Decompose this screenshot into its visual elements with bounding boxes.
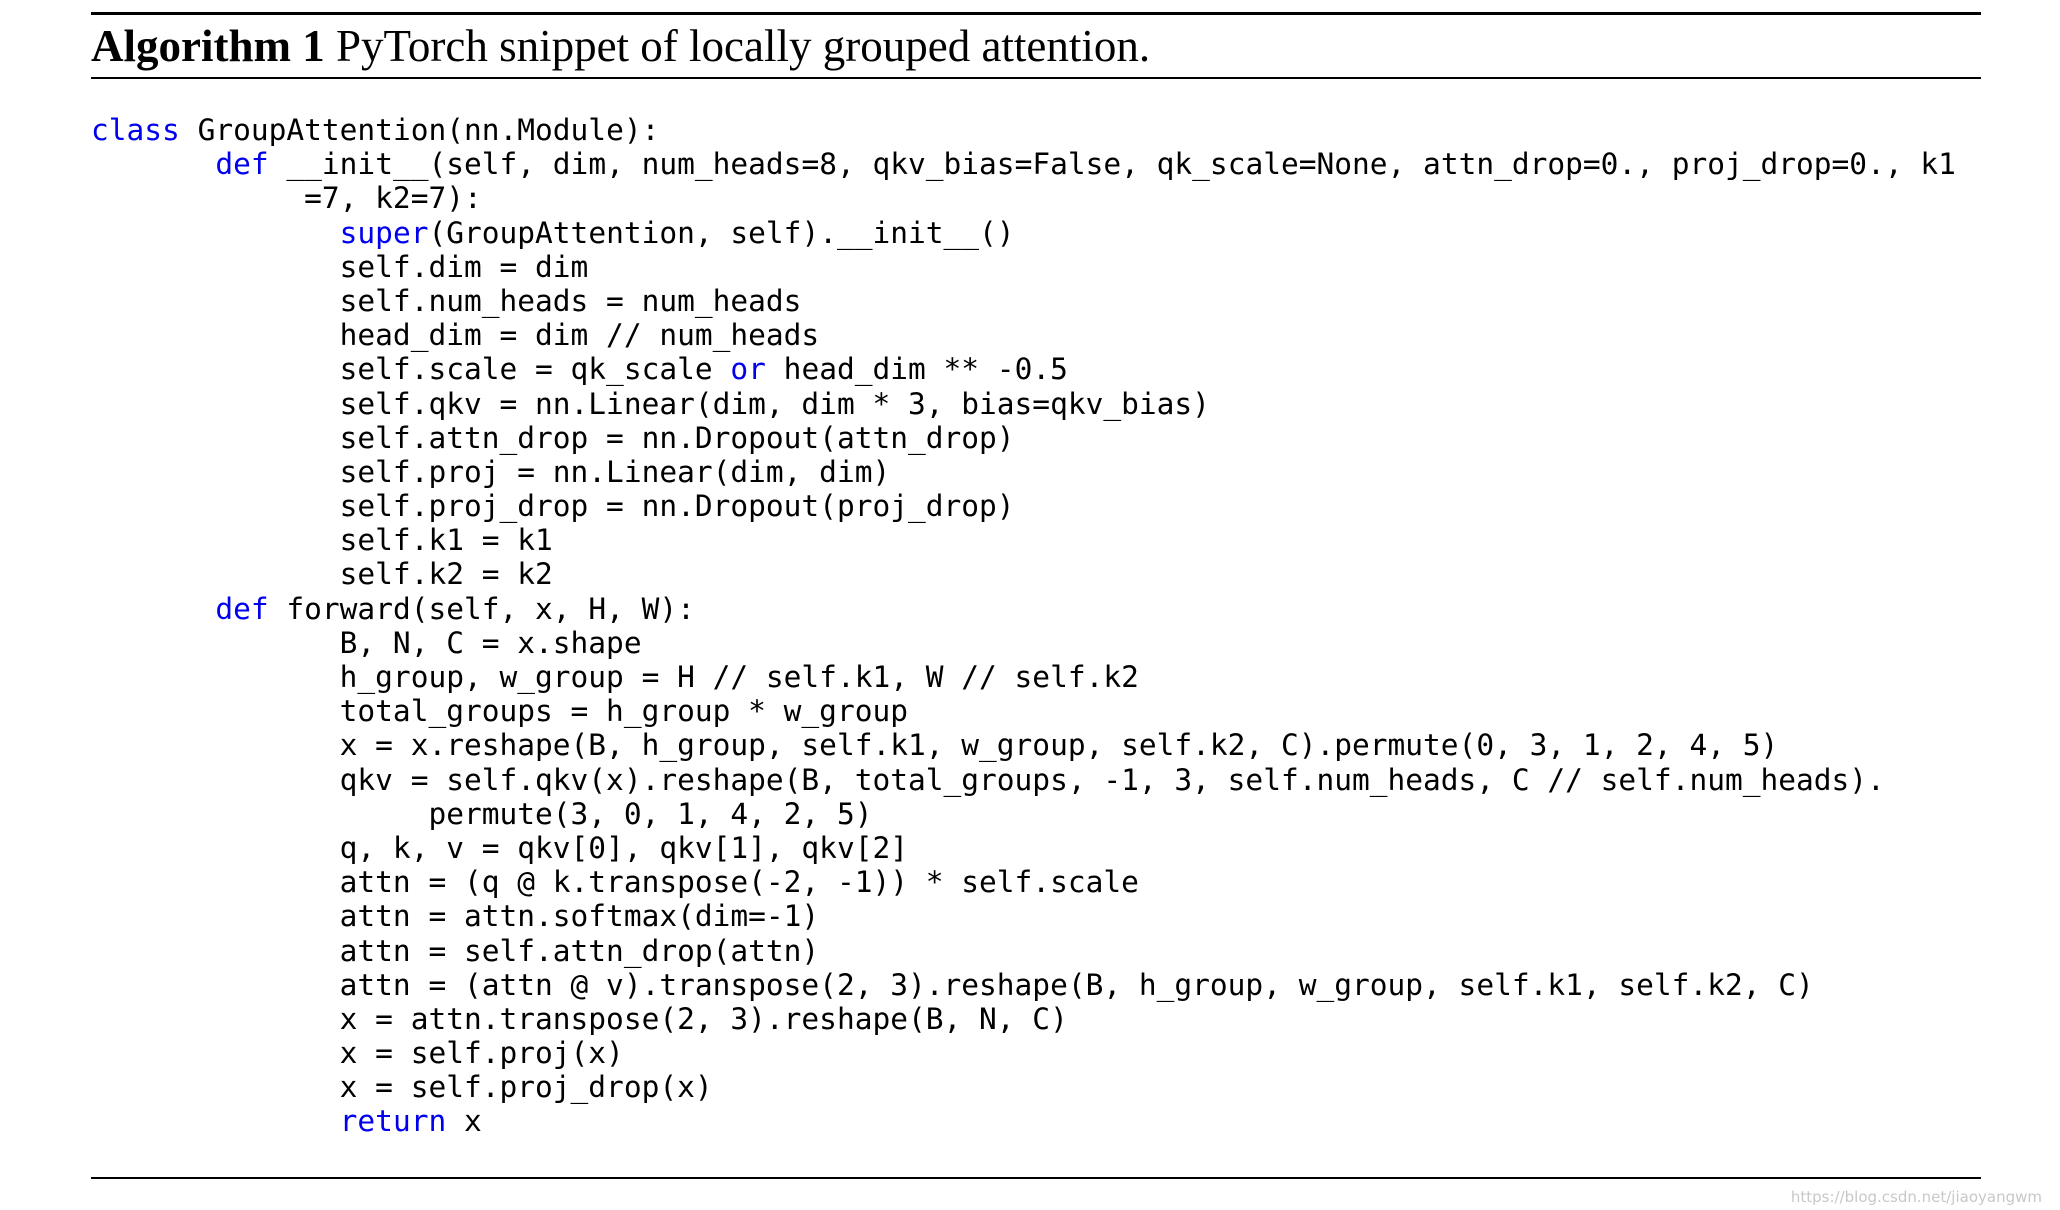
code-text: self.dim = dim (91, 249, 589, 284)
code-line: total_groups = h_group * w_group (91, 694, 1981, 728)
code-line: self.num_heads = num_heads (91, 284, 1981, 318)
code-line: permute(3, 0, 1, 4, 2, 5) (91, 797, 1981, 831)
code-text: __init__(self, dim, num_heads=8, qkv_bia… (268, 147, 1956, 182)
code-text (91, 592, 215, 626)
code-text: x (446, 1104, 482, 1139)
code-line: self.proj_drop = nn.Dropout(proj_drop) (91, 489, 1981, 523)
algorithm-caption-text: PyTorch snippet of locally grouped atten… (335, 21, 1151, 71)
code-text: h_group, w_group = H // self.k1, W // se… (91, 660, 1139, 694)
code-text (91, 1104, 340, 1138)
code-text: x = x.reshape(B, h_group, self.k1, w_gro… (91, 728, 1779, 763)
code-text: q, k, v = qkv[0], qkv[1], qkv[2] (91, 830, 908, 865)
code-line: def __init__(self, dim, num_heads=8, qkv… (91, 147, 1981, 181)
code-line: self.k1 = k1 (91, 523, 1981, 557)
code-line: B, N, C = x.shape (91, 626, 1981, 660)
code-line: x = x.reshape(B, h_group, self.k1, w_gro… (91, 728, 1981, 762)
code-text: self.proj = nn.Linear(dim, dim) (91, 454, 891, 489)
code-text: self.num_heads = num_heads (91, 283, 802, 318)
code-text: x = attn.transpose(2, 3).reshape(B, N, C… (91, 1001, 1068, 1036)
top-rule (91, 12, 1981, 15)
code-line: x = self.proj(x) (91, 1036, 1981, 1070)
code-text: attn = (q @ k.transpose(-2, -1)) * self.… (91, 865, 1139, 900)
code-text: forward(self, x, H, W): (268, 591, 695, 626)
code-text: GroupAttention(nn.Module): (179, 113, 660, 147)
algorithm-label: Algorithm 1 (91, 21, 325, 71)
caption-rule (91, 77, 1981, 79)
code-line: return x (91, 1104, 1981, 1138)
code-line: attn = attn.softmax(dim=-1) (91, 899, 1981, 933)
code-text: self.k2 = k2 (91, 557, 553, 592)
code-line: x = self.proj_drop(x) (91, 1070, 1981, 1104)
code-line: self.qkv = nn.Linear(dim, dim * 3, bias=… (91, 387, 1981, 421)
code-text: head_dim = dim // num_heads (91, 318, 820, 353)
code-text: head_dim ** -0.5 (765, 352, 1068, 387)
code-text: self.k1 = k1 (91, 523, 553, 558)
code-line: self.scale = qk_scale or head_dim ** -0.… (91, 352, 1981, 386)
code-keyword: or (730, 352, 766, 387)
code-line: qkv = self.qkv(x).reshape(B, total_group… (91, 763, 1981, 797)
code-line: x = attn.transpose(2, 3).reshape(B, N, C… (91, 1002, 1981, 1036)
code-keyword: def (215, 147, 269, 182)
code-line: super(GroupAttention, self).__init__() (91, 216, 1981, 250)
code-line: attn = (attn @ v).transpose(2, 3).reshap… (91, 968, 1981, 1002)
code-line: q, k, v = qkv[0], qkv[1], qkv[2] (91, 831, 1981, 865)
code-text: total_groups = h_group * w_group (91, 694, 908, 729)
code-line: self.dim = dim (91, 250, 1981, 284)
code-line: def forward(self, x, H, W): (91, 592, 1981, 626)
code-text: self.qkv = nn.Linear(dim, dim * 3, bias=… (91, 386, 1210, 421)
code-line: attn = self.attn_drop(attn) (91, 934, 1981, 968)
code-listing: class GroupAttention(nn.Module): def __i… (91, 113, 1981, 1139)
code-text: (GroupAttention, self).__init__() (428, 215, 1015, 250)
code-keyword: def (215, 591, 269, 626)
code-text (91, 216, 340, 250)
code-text: self.attn_drop = nn.Dropout(attn_drop) (91, 420, 1015, 455)
code-text: attn = (attn @ v).transpose(2, 3).reshap… (91, 967, 1814, 1002)
code-line: attn = (q @ k.transpose(-2, -1)) * self.… (91, 865, 1981, 899)
code-line: class GroupAttention(nn.Module): (91, 113, 1981, 147)
algorithm-caption: Algorithm 1 PyTorch snippet of locally g… (91, 15, 1981, 77)
code-line: self.attn_drop = nn.Dropout(attn_drop) (91, 421, 1981, 455)
code-text: attn = self.attn_drop(attn) (91, 933, 820, 968)
code-keyword: class (91, 113, 180, 147)
code-text: =7, k2=7): (91, 181, 482, 216)
code-text: self.proj_drop = nn.Dropout(proj_drop) (91, 489, 1015, 524)
code-line: h_group, w_group = H // self.k1, W // se… (91, 660, 1981, 694)
code-line: self.proj = nn.Linear(dim, dim) (91, 455, 1981, 489)
code-line: head_dim = dim // num_heads (91, 318, 1981, 352)
code-text: self.scale = qk_scale (91, 352, 731, 387)
code-keyword: super (339, 215, 429, 250)
code-text: qkv = self.qkv(x).reshape(B, total_group… (91, 762, 1885, 797)
code-keyword: return (339, 1104, 447, 1139)
code-line: =7, k2=7): (91, 181, 1981, 215)
watermark: https://blog.csdn.net/jiaoyangwm (1790, 1188, 2042, 1206)
bottom-rule (91, 1176, 1981, 1179)
code-text (91, 147, 215, 181)
code-text: x = self.proj(x) (91, 1036, 624, 1071)
code-text: B, N, C = x.shape (91, 625, 642, 660)
algorithm-block: Algorithm 1 PyTorch snippet of locally g… (91, 12, 1981, 1179)
code-text: x = self.proj_drop(x) (91, 1070, 713, 1105)
code-line: self.k2 = k2 (91, 557, 1981, 591)
code-text: permute(3, 0, 1, 4, 2, 5) (91, 796, 873, 831)
code-text: attn = attn.softmax(dim=-1) (91, 899, 820, 934)
